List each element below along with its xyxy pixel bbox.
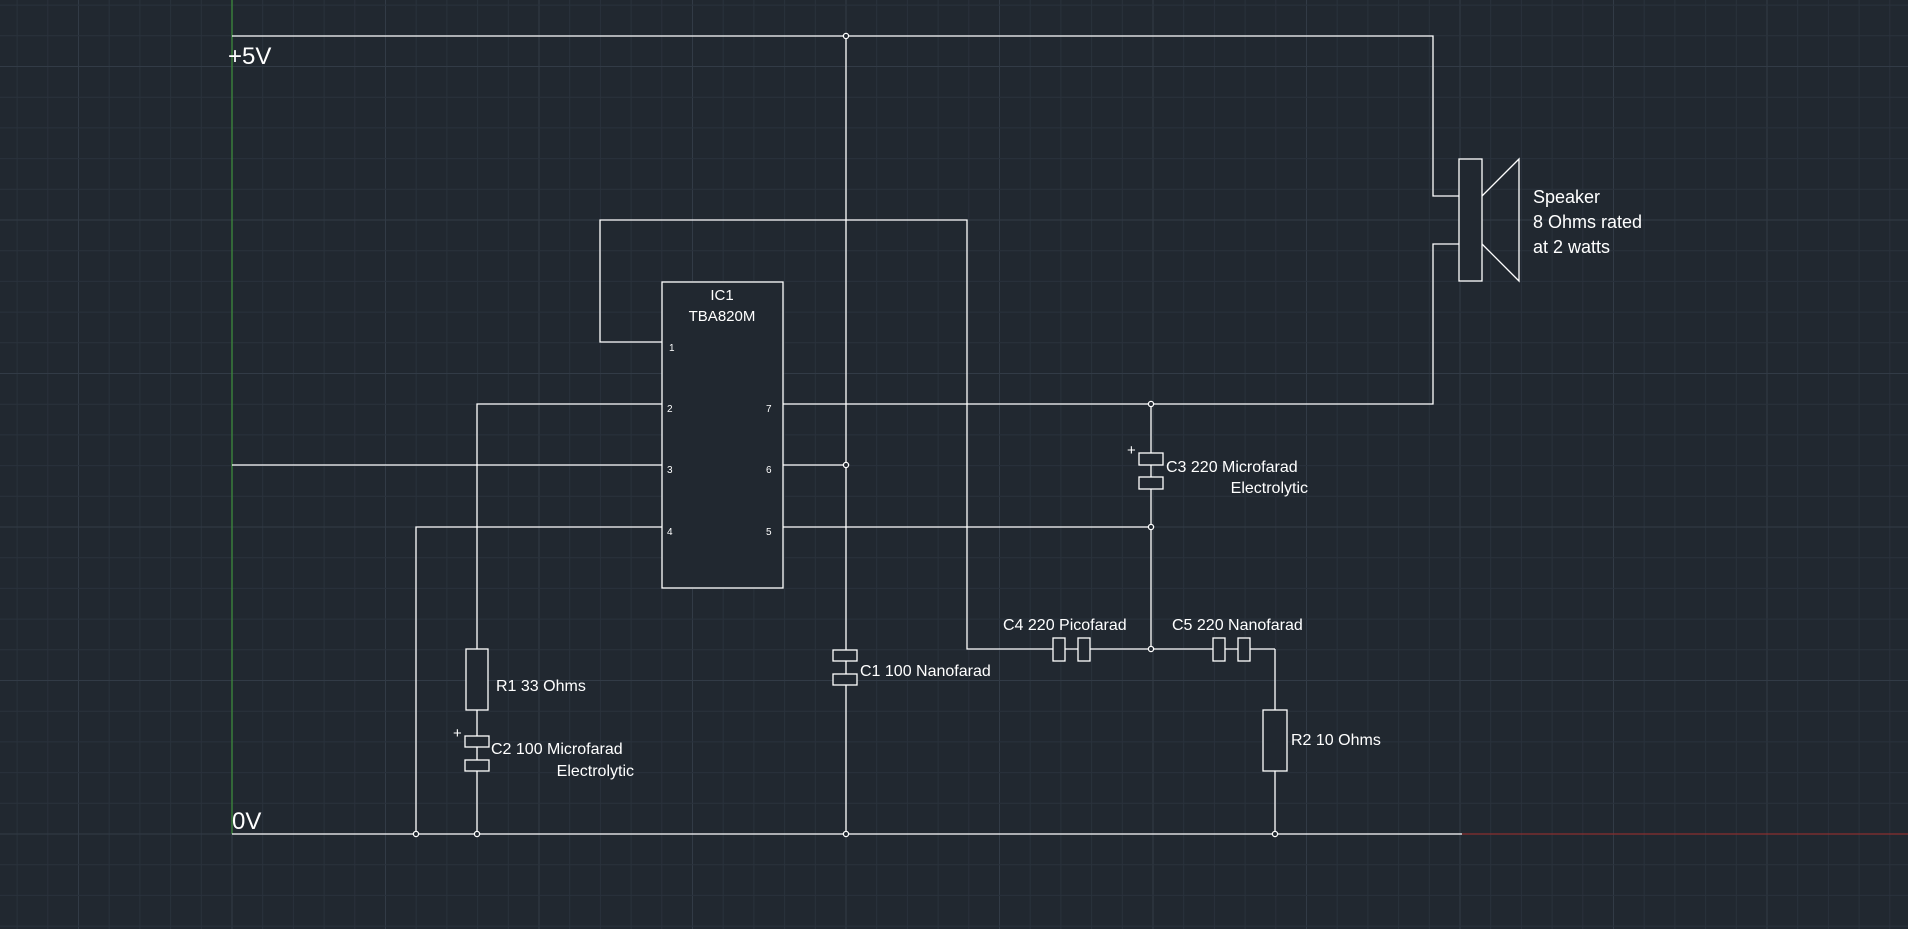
junction-dot (842, 830, 850, 838)
wire-positive-rail (232, 35, 1459, 197)
ic1-pin-4: 4 (667, 527, 673, 538)
c3-label-1: C3 220 Microfarad (1166, 459, 1298, 476)
wire-pin2-r1 (476, 403, 662, 649)
wire-pin4-ground (415, 526, 662, 834)
speaker-cone (1481, 157, 1520, 283)
c2-polarity-mark: + (453, 725, 462, 742)
c2-label-2: Electrolytic (557, 763, 634, 780)
junction-dot (1271, 830, 1279, 838)
c5-plate-left (1212, 637, 1226, 662)
ic1-designator: IC1 (710, 287, 733, 304)
resistor-r1[interactable]: R1 33 Ohms (465, 648, 586, 711)
junction-dot (1147, 645, 1155, 653)
ic1-tba820m[interactable]: IC1 TBA820M 1 2 3 4 7 6 5 (661, 281, 784, 589)
resistor-r2[interactable]: R2 10 Ohms (1262, 709, 1381, 772)
c4-plate-right (1077, 637, 1091, 662)
junctions (412, 32, 1279, 838)
junction-dot (412, 830, 420, 838)
c2-plate-bottom (464, 759, 490, 772)
ground-rail-label: 0V (232, 808, 261, 835)
c3-plate-top (1138, 452, 1164, 466)
junction-dot (842, 32, 850, 40)
speaker-label-2: 8 Ohms rated (1533, 212, 1642, 232)
capacitor-c4[interactable]: C4 220 Picofarad (1003, 617, 1127, 662)
ic1-pin-5: 5 (766, 527, 772, 538)
c1-plate-bottom (832, 673, 858, 686)
capacitor-c2[interactable]: + C2 100 Microfarad Electrolytic (453, 725, 634, 780)
ic1-body (661, 281, 784, 589)
capacitor-c1[interactable]: C1 100 Nanofarad (832, 649, 991, 686)
speaker-label-1: Speaker (1533, 187, 1600, 207)
ic1-pin-6: 6 (766, 465, 772, 476)
ic1-pin-1: 1 (669, 343, 675, 354)
wire-pin7-output (783, 243, 1459, 405)
c5-label: C5 220 Nanofarad (1172, 617, 1303, 634)
speaker-magnet (1458, 158, 1483, 282)
c4-plate-left (1052, 637, 1066, 662)
positive-rail-label: +5V (228, 43, 271, 70)
c3-label-2: Electrolytic (1231, 480, 1308, 497)
c2-label-1: C2 100 Microfarad (491, 741, 623, 758)
junction-dot (1147, 400, 1155, 408)
junction-dot (473, 830, 481, 838)
c1-label: C1 100 Nanofarad (860, 663, 991, 680)
capacitor-c5[interactable]: C5 220 Nanofarad (1172, 617, 1303, 662)
junction-dot (1147, 523, 1155, 531)
speaker[interactable]: Speaker 8 Ohms rated at 2 watts (1458, 157, 1642, 283)
c2-plate-top (464, 735, 490, 748)
c5-plate-right (1237, 637, 1251, 662)
r1-label: R1 33 Ohms (496, 678, 586, 695)
ic1-part-number: TBA820M (689, 308, 756, 325)
c1-plate-top (832, 649, 858, 662)
r2-label: R2 10 Ohms (1291, 732, 1381, 749)
r2-body (1262, 709, 1288, 772)
ic1-pin-2: 2 (667, 404, 673, 415)
r1-body (465, 648, 489, 711)
ic1-pin-7: 7 (766, 404, 772, 415)
wires (232, 35, 1462, 835)
ic1-pin-3: 3 (667, 465, 673, 476)
wire-pin1-feedback (599, 219, 1053, 650)
junction-dot (842, 461, 850, 469)
c4-label: C4 220 Picofarad (1003, 617, 1127, 634)
capacitor-c3[interactable]: + C3 220 Microfarad Electrolytic (1127, 442, 1308, 497)
c3-polarity-mark: + (1127, 442, 1136, 459)
speaker-label-3: at 2 watts (1533, 237, 1610, 257)
c3-plate-bottom (1138, 476, 1164, 490)
